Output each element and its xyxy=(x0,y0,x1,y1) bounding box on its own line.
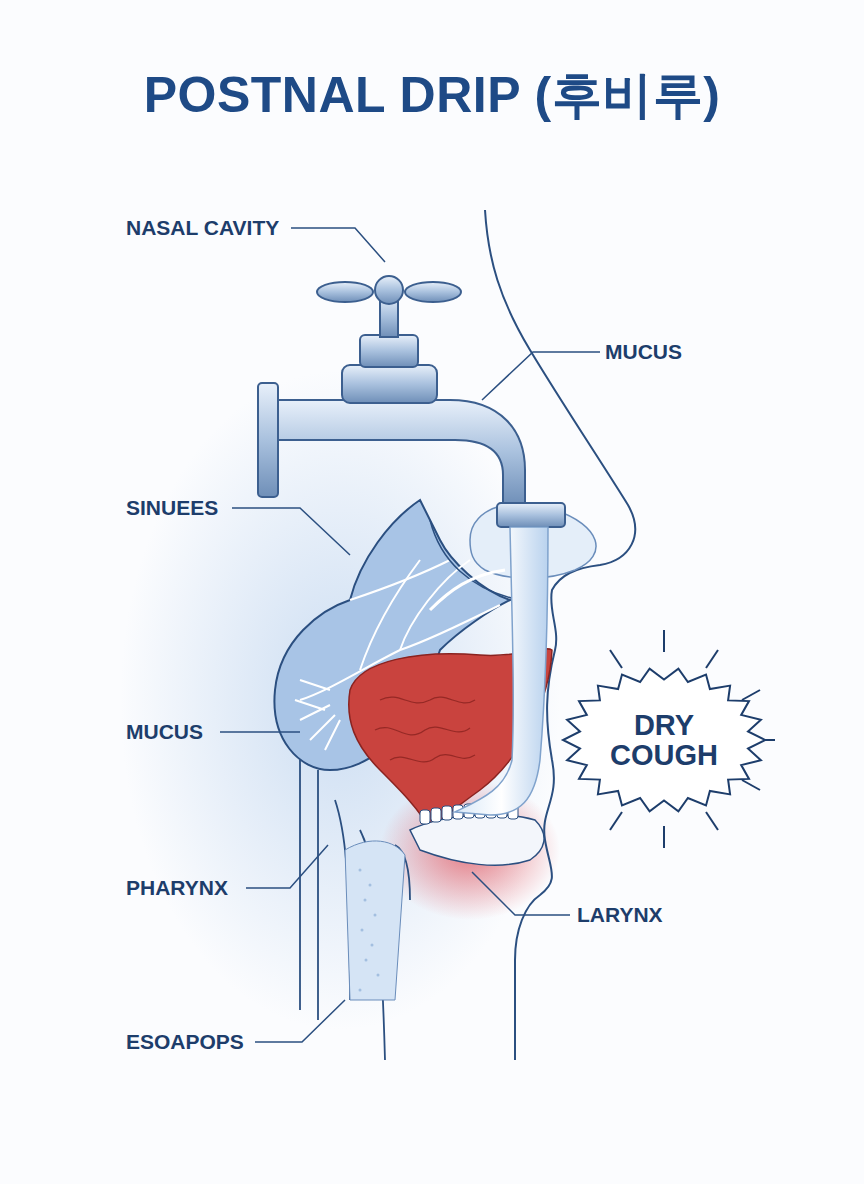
part-label: MUCUS xyxy=(126,720,203,744)
diagram-title: POSTNAL DRIP (후비루) xyxy=(0,62,864,129)
callout-text: DRY COUGH xyxy=(605,710,723,771)
starburst-callout: DRY COUGH xyxy=(560,665,768,815)
leader-lines xyxy=(220,228,600,1042)
part-label: NASAL CAVITY xyxy=(126,216,279,240)
part-label: SINUEES xyxy=(126,496,218,520)
faucet xyxy=(258,276,565,527)
part-label: ESOAPOPS xyxy=(126,1030,244,1054)
background-haze xyxy=(120,370,560,1030)
part-label: MUCUS xyxy=(605,340,682,364)
throat-tubes xyxy=(300,760,410,1060)
head-profile xyxy=(485,210,635,1060)
esophagus xyxy=(345,841,405,1000)
part-label: PHARYNX xyxy=(126,876,228,900)
part-label: LARYNX xyxy=(577,903,663,927)
